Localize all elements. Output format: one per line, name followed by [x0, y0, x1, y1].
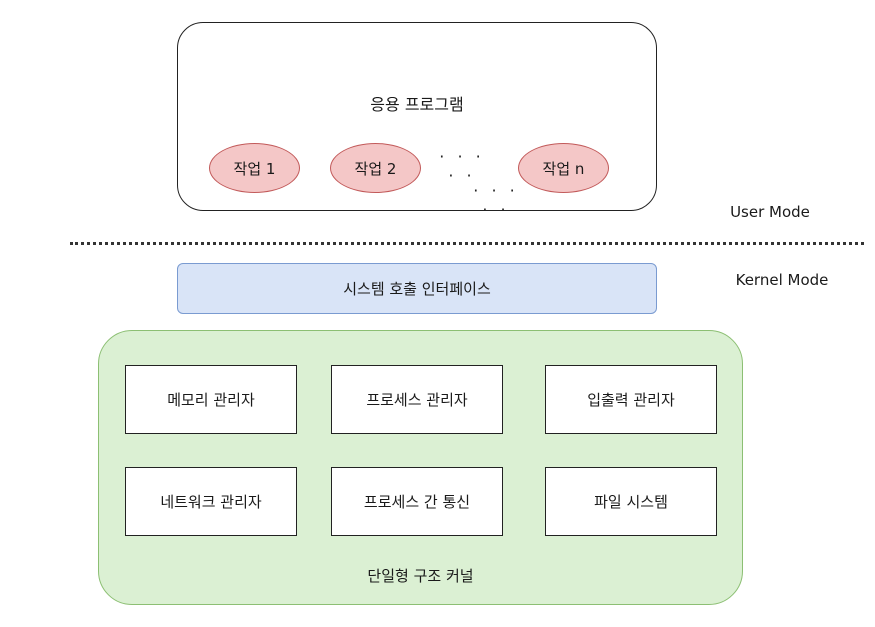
system-call-interface: 시스템 호출 인터페이스 — [177, 263, 657, 314]
process-manager-module: 프로세스 관리자 — [331, 365, 503, 434]
user-mode-label: User Mode — [730, 203, 810, 221]
io-manager-module: 입출력 관리자 — [545, 365, 717, 434]
task-2-node: 작업 2 — [330, 143, 421, 193]
task-1-node: 작업 1 — [209, 143, 300, 193]
task-n-node: 작업 n — [518, 143, 609, 193]
task-ellipsis: · · · · · — [439, 147, 485, 185]
memory-manager-module: 메모리 관리자 — [125, 365, 297, 434]
kernel-title: 단일형 구조 커널 — [367, 566, 474, 585]
mode-divider-line — [70, 242, 864, 245]
application-label: 응용 프로그램 — [370, 95, 464, 114]
kernel-mode-label: Kernel Mode — [735, 271, 829, 289]
ipc-module: 프로세스 간 통신 — [331, 467, 503, 536]
network-manager-module: 네트워크 관리자 — [125, 467, 297, 536]
file-system-module: 파일 시스템 — [545, 467, 717, 536]
task-ellipsis-lower: · · · · · — [473, 181, 519, 219]
